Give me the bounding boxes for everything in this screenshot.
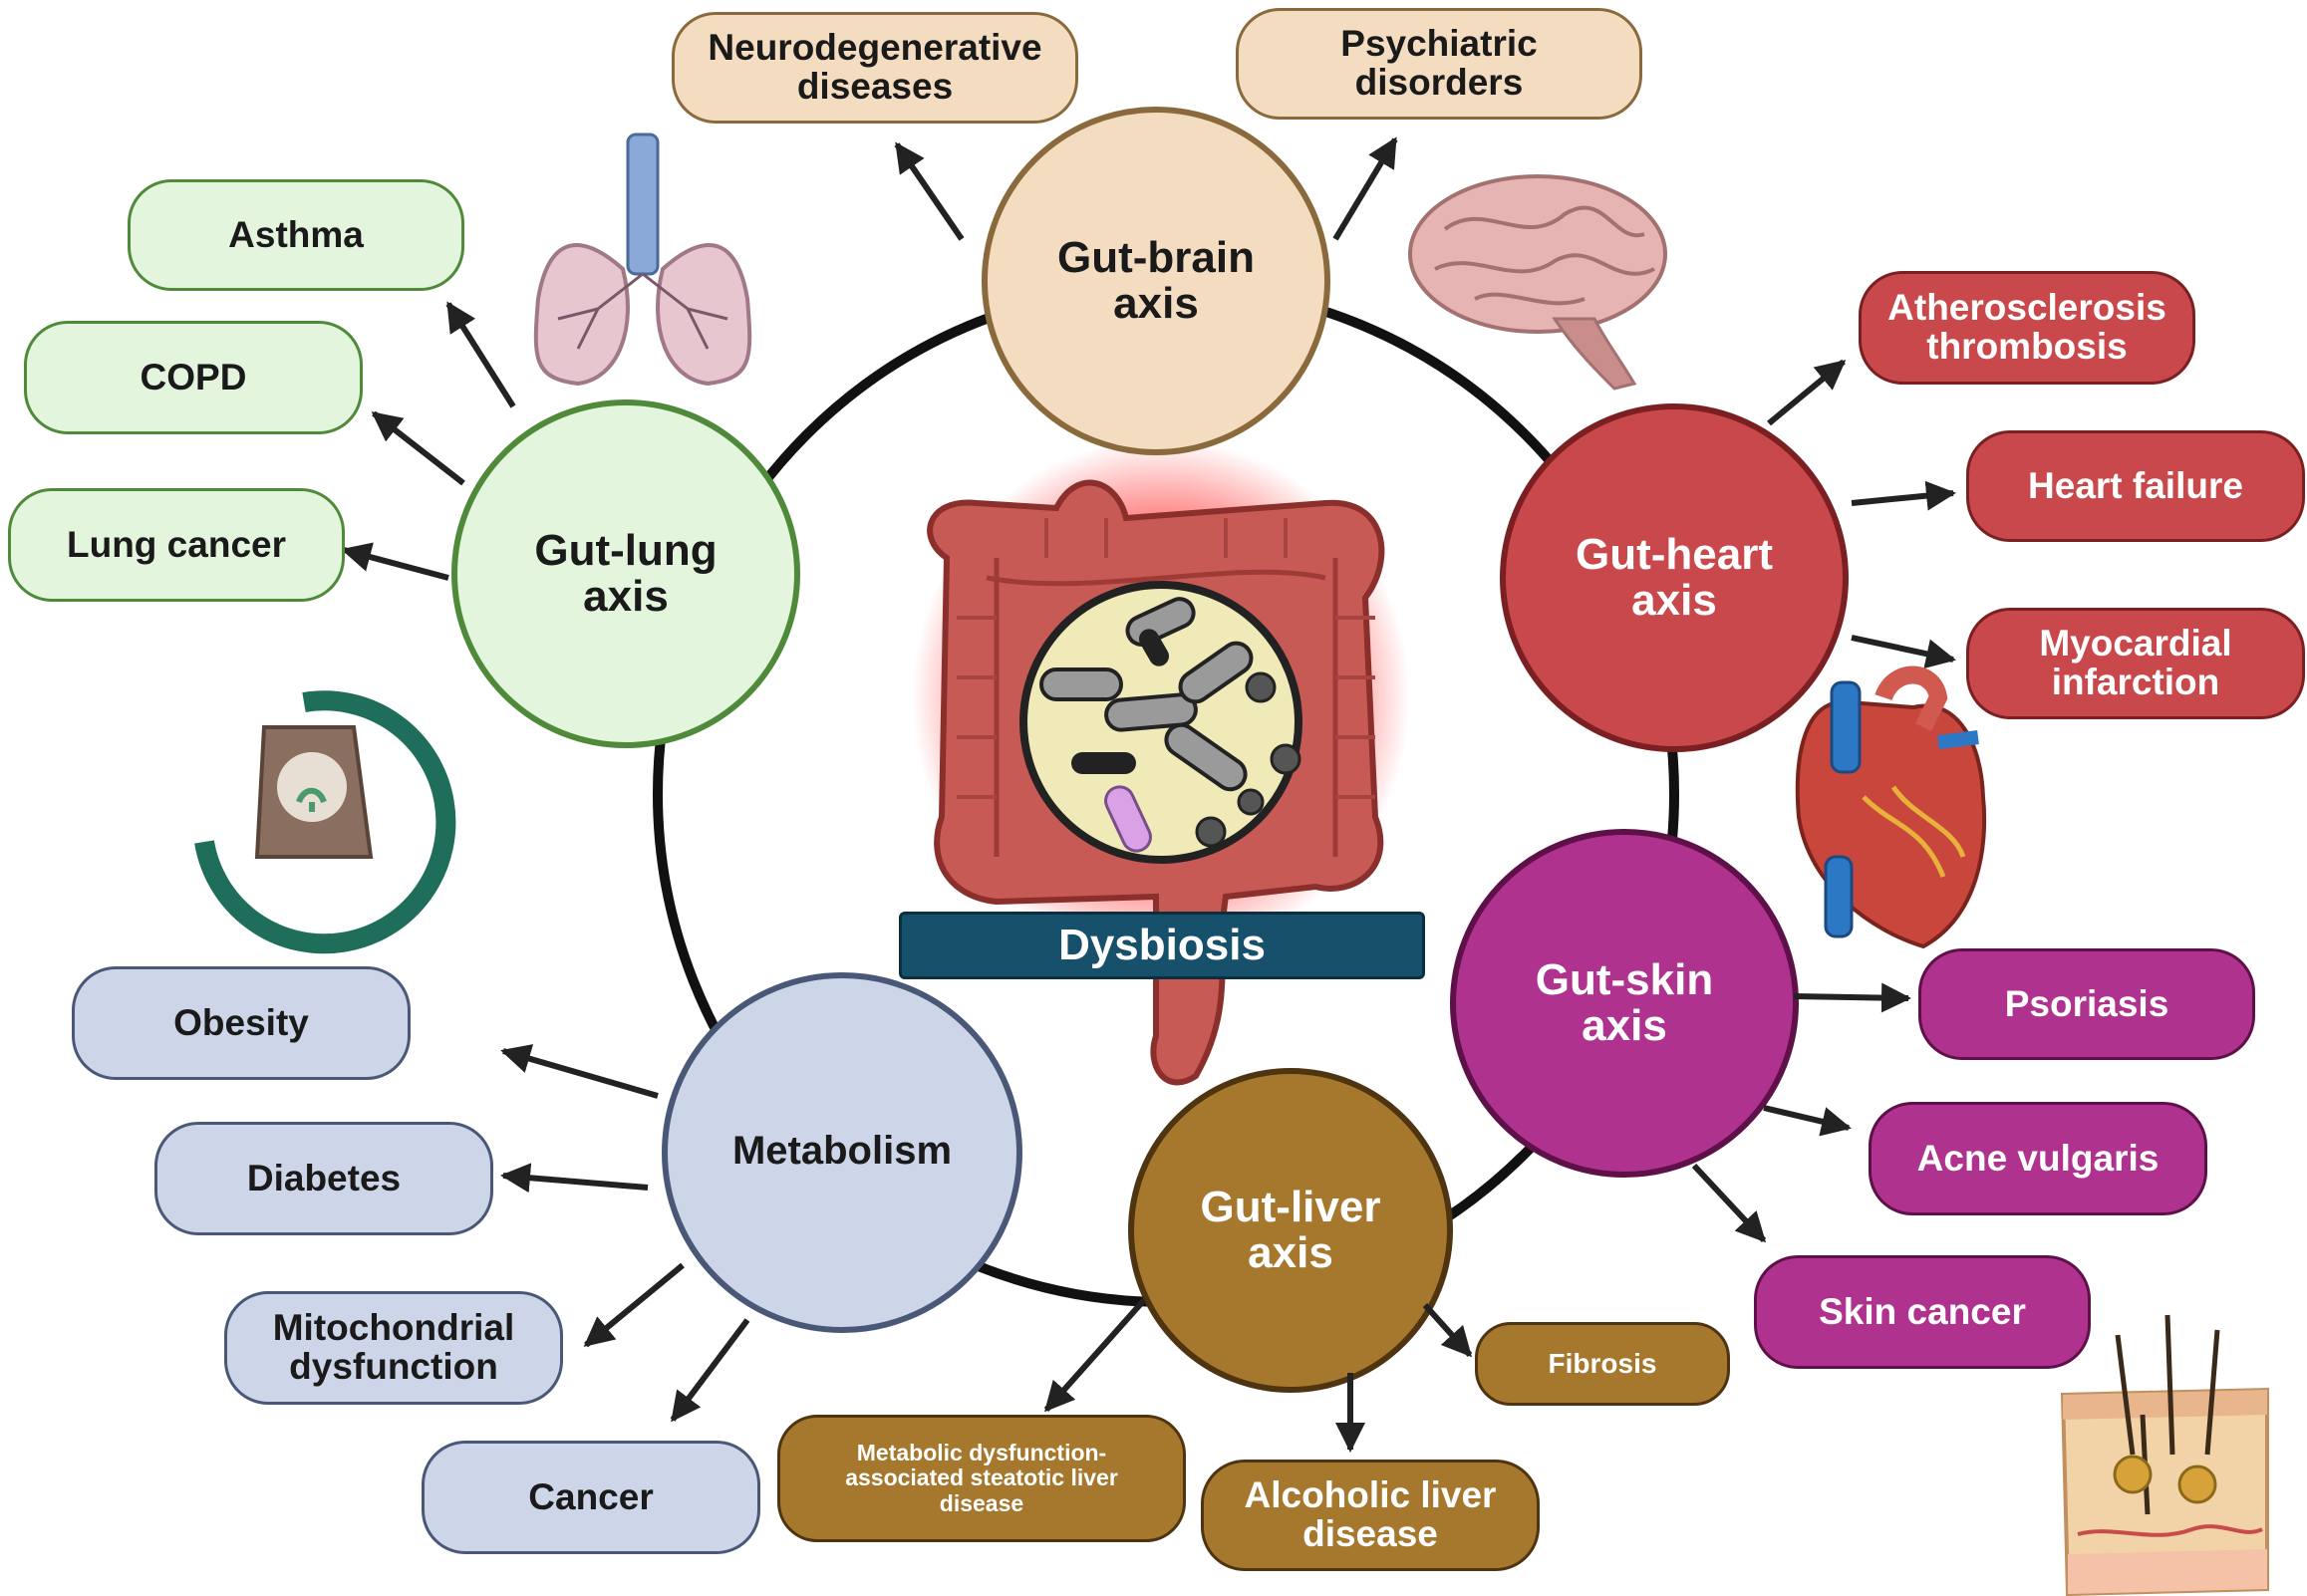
gut-heart-circle	[1500, 403, 1849, 752]
dysbiosis-banner: Dysbiosis	[899, 912, 1425, 979]
asthma-box: Asthma	[128, 179, 464, 291]
gut-skin-circle	[1450, 829, 1799, 1178]
gut-skin-label: Gut-skin axis	[1535, 954, 1714, 1050]
gut-heart-label: Gut-heart axis	[1576, 529, 1773, 625]
alcoholic-liver-disease-box: Alcoholic liver disease	[1201, 1460, 1540, 1571]
masld-box: Metabolic dysfunction- associated steato…	[777, 1415, 1186, 1542]
diabetes-box: Diabetes	[154, 1122, 493, 1235]
arrows	[341, 136, 1956, 1453]
skin-layers-icon	[2060, 1314, 2269, 1596]
gut-lung-circle	[451, 399, 800, 748]
heart-icon	[1795, 665, 1987, 949]
brain-icon	[1408, 174, 1667, 391]
heart-failure-box: Heart failure	[1966, 430, 2305, 542]
skin-cancer-box: Skin cancer	[1754, 1255, 2091, 1369]
gut-brain-label: Gut-brain axis	[1057, 232, 1255, 328]
cancer-box: Cancer	[422, 1441, 760, 1554]
gut-liver-label: Gut-liver axis	[1200, 1182, 1381, 1277]
psoriasis-box: Psoriasis	[1918, 948, 2255, 1060]
lung-cancer-box: Lung cancer	[8, 488, 345, 602]
gut-brain-circle	[982, 107, 1330, 455]
metabolism-circle	[662, 972, 1022, 1333]
acne-vulgaris-box: Acne vulgaris	[1869, 1102, 2207, 1215]
obesity-box: Obesity	[72, 966, 411, 1080]
myocardial-infarction-box: Myocardial infarction	[1966, 608, 2305, 719]
gut-lung-label: Gut-lung axis	[534, 525, 718, 621]
atherosclerosis-thrombosis-box: Atherosclerosis thrombosis	[1859, 271, 2195, 385]
copd-box: COPD	[24, 321, 363, 434]
mitochondrial-dysfunction-box: Mitochondrial dysfunction	[224, 1291, 563, 1405]
psychiatric-disorders-box: Psychiatric disorders	[1236, 8, 1642, 120]
metabolism-label: Metabolism	[731, 1129, 953, 1173]
fibrosis-box: Fibrosis	[1475, 1322, 1730, 1406]
neurodegenerative-diseases-box: Neurodegenerative diseases	[672, 12, 1078, 124]
bacteria-magnifier-icon	[1019, 581, 1302, 864]
lungs-icon	[533, 133, 752, 387]
gut-liver-circle	[1128, 1068, 1453, 1393]
probiotic-sack-icon	[194, 690, 456, 954]
